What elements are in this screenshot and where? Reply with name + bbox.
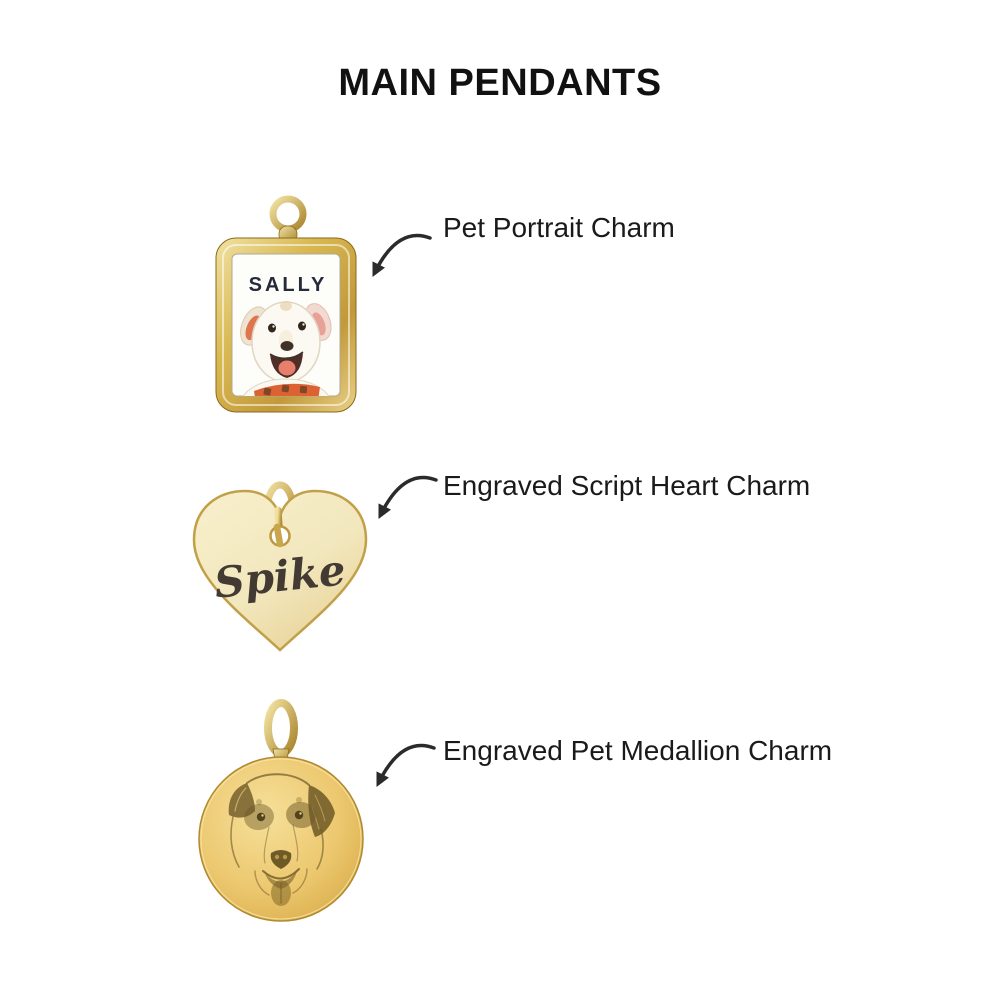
medallion-charm-image [185, 695, 385, 952]
page-title: MAIN PENDANTS [338, 62, 662, 104]
pet-name-engraving: SALLY [249, 274, 328, 296]
label-engraved-pet-medallion-charm: Engraved Pet Medallion Charm [443, 735, 833, 766]
curved-arrow-icon [376, 743, 436, 788]
rectangle-pendant-icon: SALLY [215, 195, 357, 413]
label-pet-portrait-charm: Pet Portrait Charm [443, 212, 675, 243]
dog-photo-illustration [239, 301, 333, 396]
medallion-pendant-icon [198, 699, 364, 922]
curved-arrow-icon [378, 475, 438, 520]
engraved-dog-illustration [228, 773, 335, 906]
heart-charm-image: Spike [180, 478, 380, 663]
bail-ring-icon [264, 699, 298, 757]
label-engraved-script-heart-charm: Engraved Script Heart Charm [443, 470, 811, 501]
jump-ring-icon [269, 195, 307, 233]
curved-arrow-icon [372, 233, 432, 278]
pet-portrait-charm-image: SALLY [210, 190, 362, 423]
heart-pendant-icon: Spike [192, 481, 368, 652]
